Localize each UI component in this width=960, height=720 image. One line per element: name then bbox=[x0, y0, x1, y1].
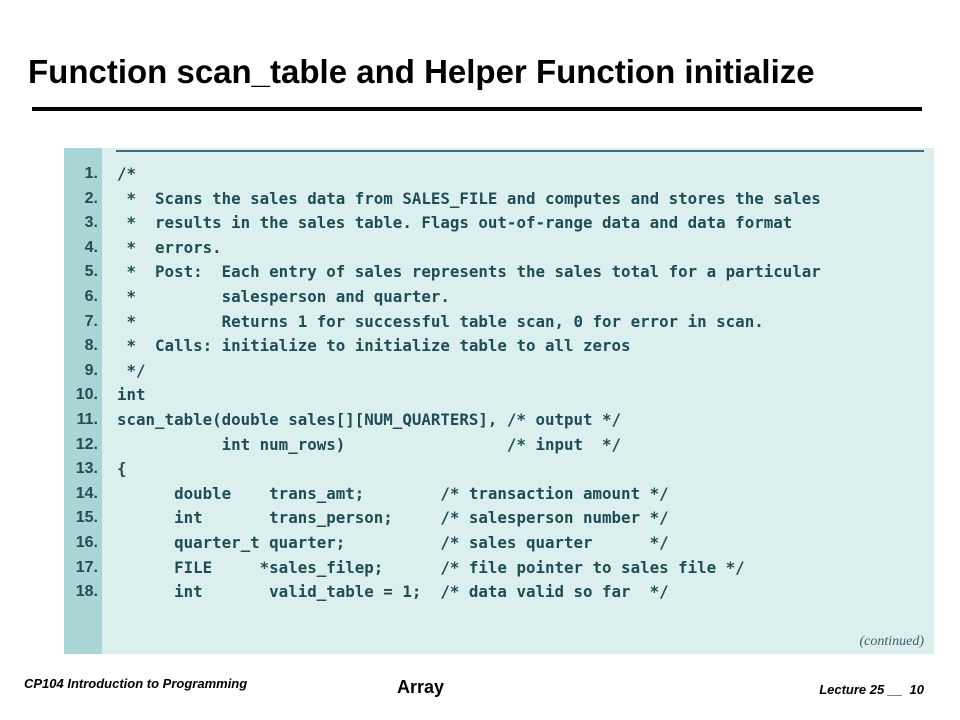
line-number: 15. bbox=[75, 509, 98, 527]
line-number: 11. bbox=[76, 410, 98, 428]
code-line: * Scans the sales data from SALES_FILE a… bbox=[117, 188, 821, 208]
code-line: * salesperson and quarter. bbox=[117, 286, 450, 306]
code-line: /* bbox=[117, 164, 137, 183]
code-line: * results in the sales table. Flags out-… bbox=[117, 213, 793, 233]
line-number: 14. bbox=[75, 484, 98, 502]
code-line: int bbox=[117, 385, 146, 405]
code-line: */ bbox=[117, 360, 146, 380]
line-number: 7. bbox=[84, 312, 98, 330]
continued-label: (continued) bbox=[859, 634, 924, 649]
code-line: FILE *sales_filep; /* file pointer to sa… bbox=[117, 557, 745, 577]
code-line: * Post: Each entry of sales represents t… bbox=[117, 262, 821, 282]
footer-topic: Array bbox=[397, 677, 445, 697]
line-number: 3. bbox=[84, 214, 98, 232]
line-number: 5. bbox=[84, 263, 98, 281]
code-line: * Returns 1 for successful table scan, 0… bbox=[117, 311, 764, 331]
code-line: * errors. bbox=[117, 237, 222, 257]
code-line: * Calls: initialize to initialize table … bbox=[117, 336, 631, 356]
line-number: 16. bbox=[75, 533, 98, 551]
line-number: 18. bbox=[75, 583, 98, 601]
line-number: 12. bbox=[75, 435, 98, 453]
line-number: 8. bbox=[84, 337, 98, 355]
line-number: 2. bbox=[84, 189, 98, 207]
code-listing-panel: 1. 2. 3. 4. 5. 6. 7. 8. 9. 10. 11. 12. 1… bbox=[64, 148, 934, 654]
code-line: double trans_amt; /* transaction amount … bbox=[117, 483, 669, 503]
code-line: int valid_table = 1; /* data valid so fa… bbox=[117, 582, 669, 602]
code-line: int trans_person; /* salesperson number … bbox=[117, 508, 669, 528]
line-number: 17. bbox=[75, 558, 98, 576]
code-line: quarter_t quarter; /* sales quarter */ bbox=[117, 532, 669, 552]
footer-lecture-number: Lecture 25 __ 10 bbox=[819, 682, 924, 697]
code-line: { bbox=[117, 459, 127, 479]
listing-top-rule bbox=[116, 150, 924, 152]
line-numbers: 1. 2. 3. 4. 5. 6. 7. 8. 9. 10. 11. 12. 1… bbox=[64, 162, 98, 605]
line-number: 9. bbox=[84, 361, 98, 379]
line-number: 1. bbox=[84, 165, 98, 182]
line-number: 13. bbox=[75, 460, 98, 478]
line-number: 10. bbox=[75, 386, 98, 404]
line-number: 4. bbox=[84, 238, 98, 256]
code-lines: /* * Scans the sales data from SALES_FIL… bbox=[117, 162, 917, 605]
title-underline bbox=[32, 107, 922, 111]
code-line: int num_rows) /* input */ bbox=[117, 434, 622, 454]
line-number: 6. bbox=[84, 287, 98, 305]
footer-course-name: CP104 Introduction to Programming bbox=[24, 676, 248, 691]
line-number-gutter bbox=[64, 148, 102, 654]
slide-title: Function scan_table and Helper Function … bbox=[28, 53, 815, 90]
code-line: scan_table(double sales[][NUM_QUARTERS],… bbox=[117, 409, 622, 429]
